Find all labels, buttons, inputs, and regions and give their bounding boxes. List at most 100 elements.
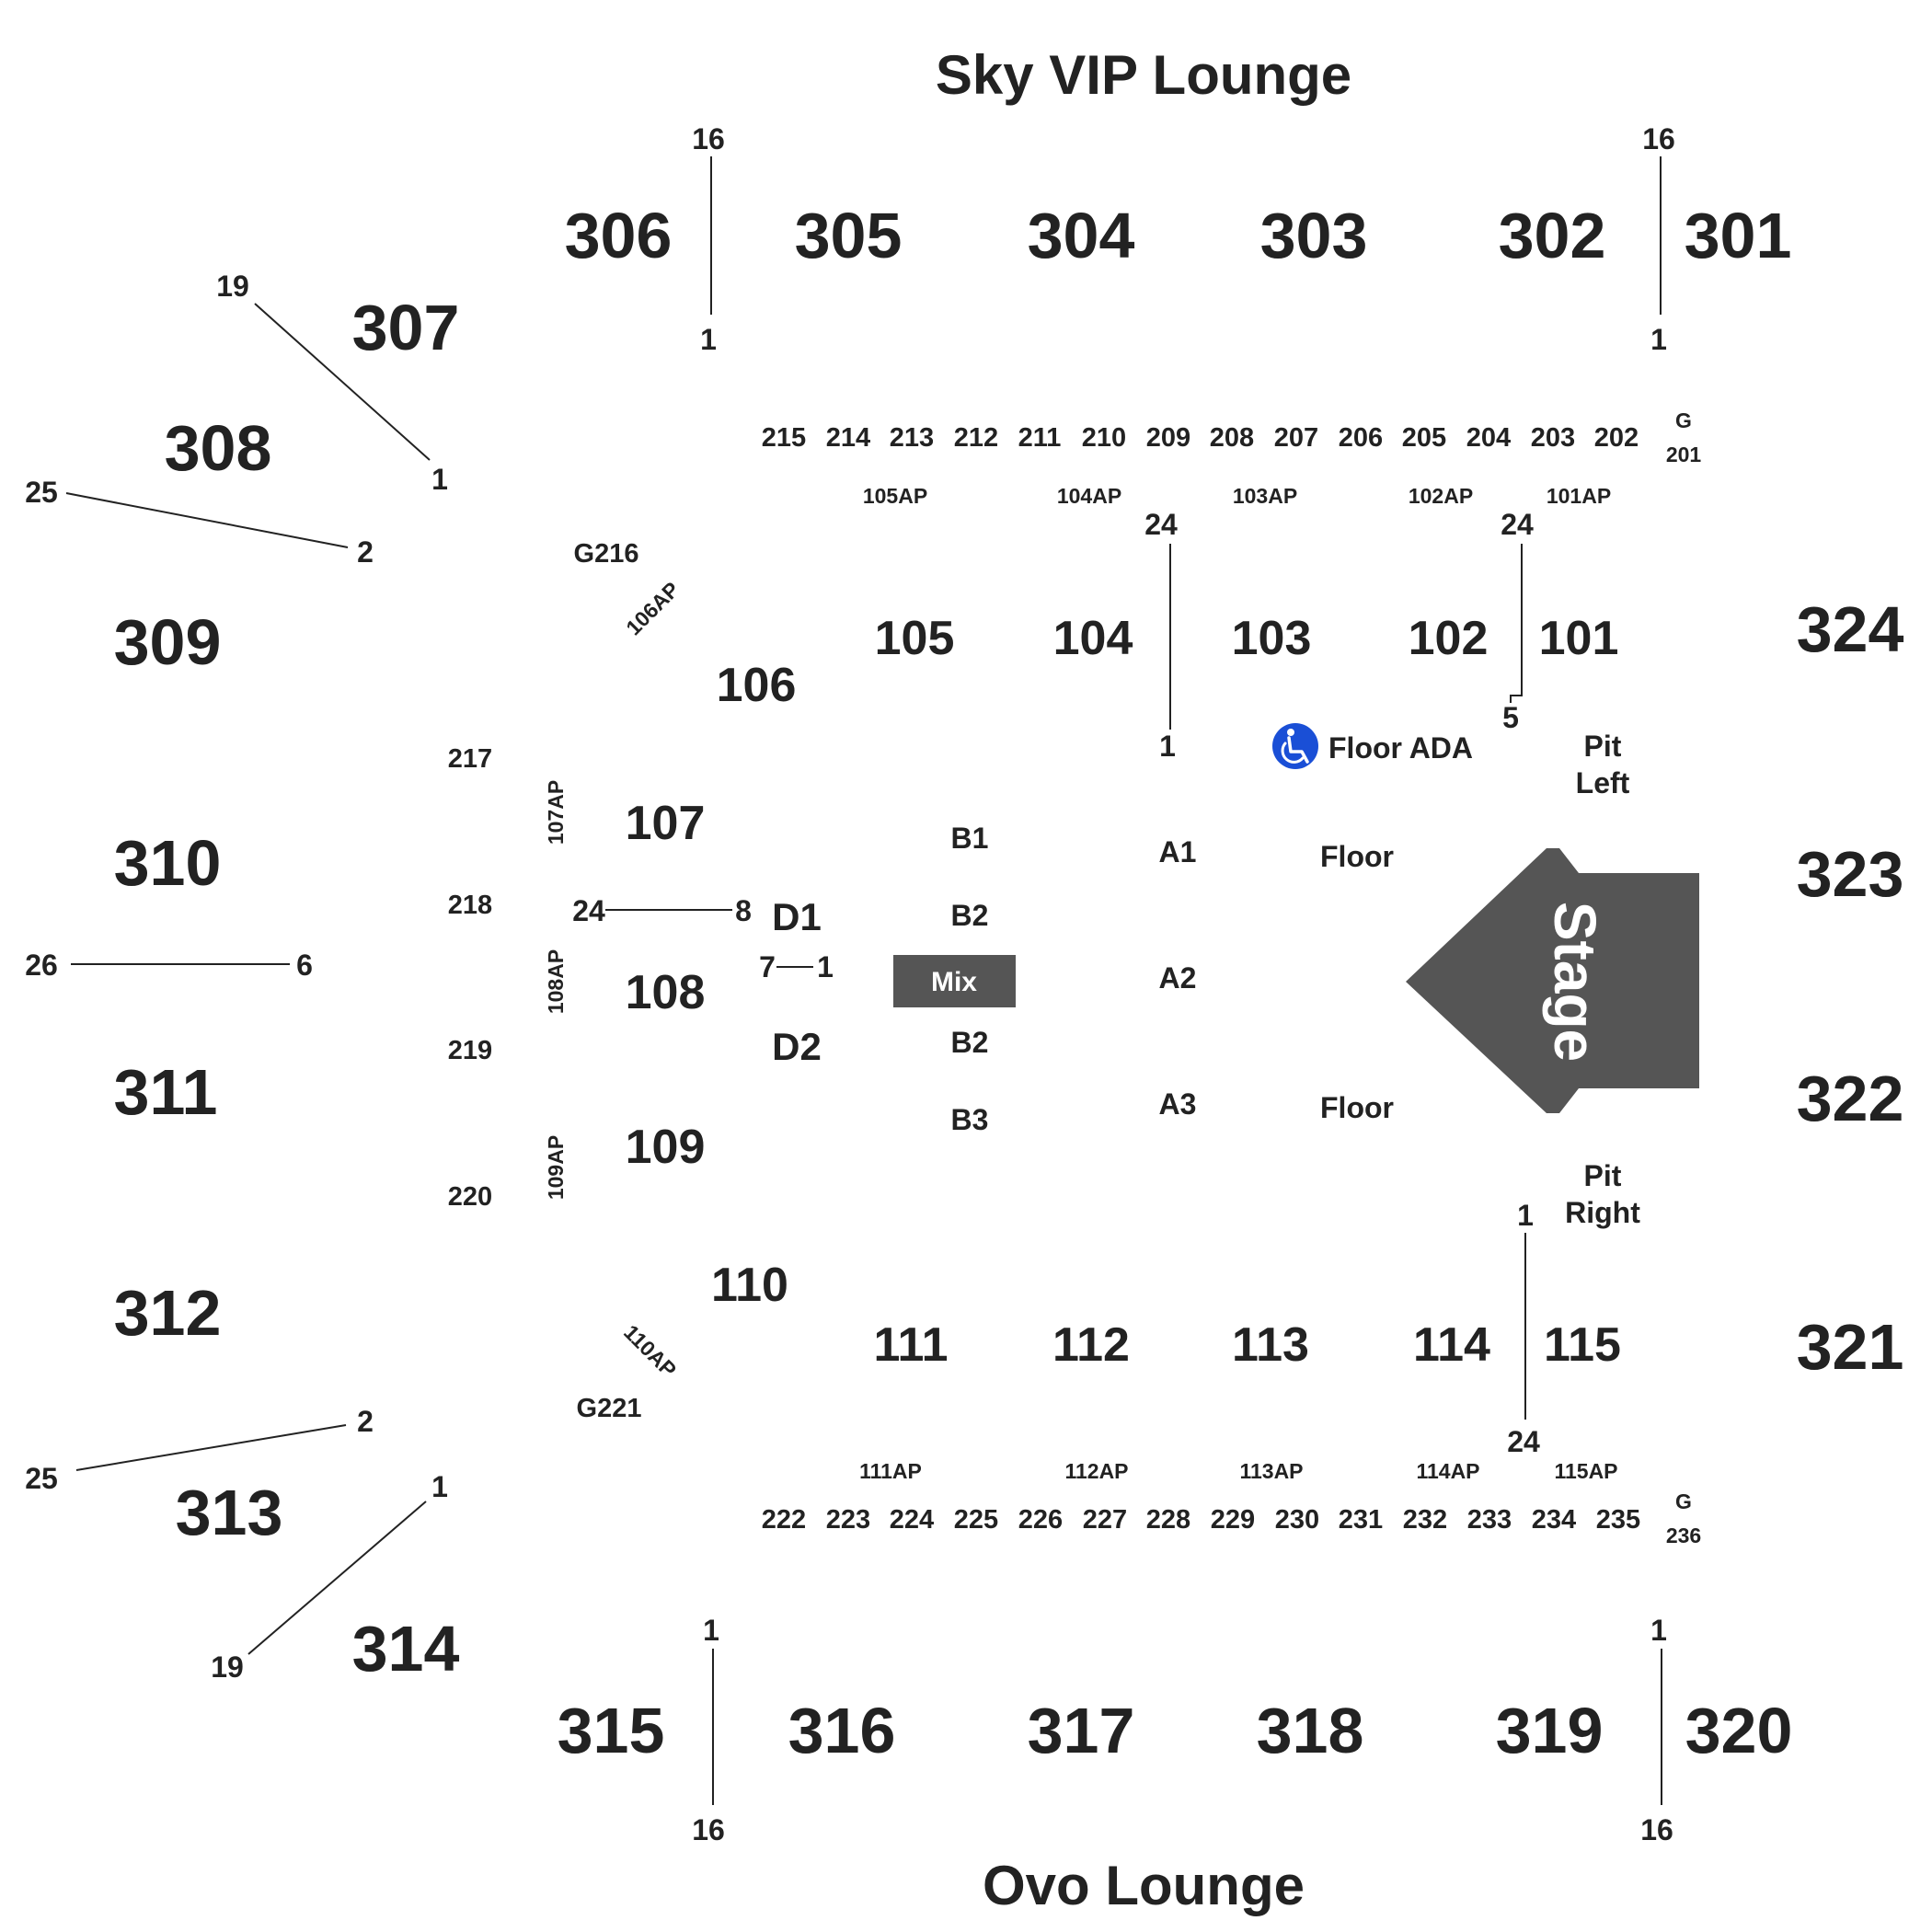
section-311[interactable]: 311 (114, 1056, 218, 1128)
section-224[interactable]: 224 (890, 1505, 934, 1535)
section-316[interactable]: 316 (788, 1695, 896, 1766)
section-202[interactable]: 202 (1594, 423, 1639, 453)
section-320[interactable]: 320 (1685, 1695, 1793, 1766)
section-106[interactable]: 106 (717, 659, 797, 712)
lounge-sky-vip[interactable]: Sky VIP Lounge (936, 44, 1351, 106)
section-113[interactable]: 113 (1232, 1318, 1309, 1372)
section-212[interactable]: 212 (954, 423, 998, 453)
floor-d1[interactable]: D1 (772, 895, 822, 938)
section-225[interactable]: 225 (954, 1505, 998, 1535)
section-315[interactable]: 315 (558, 1695, 665, 1766)
section-204[interactable]: 204 (1466, 423, 1511, 453)
section-220[interactable]: 220 (448, 1182, 492, 1212)
section-310[interactable]: 310 (114, 827, 222, 899)
floor-label-lower[interactable]: Floor (1320, 1091, 1394, 1124)
section-103[interactable]: 103 (1232, 612, 1312, 665)
pit-right-line1[interactable]: Pit (1584, 1159, 1622, 1192)
ap-115[interactable]: 115AP (1554, 1459, 1617, 1483)
section-313[interactable]: 313 (176, 1477, 283, 1548)
section-308[interactable]: 308 (165, 412, 272, 484)
section-g236-g[interactable]: G (1675, 1489, 1692, 1513)
section-304[interactable]: 304 (1028, 200, 1135, 271)
section-210[interactable]: 210 (1082, 423, 1126, 453)
section-314[interactable]: 314 (352, 1613, 460, 1685)
ap-101[interactable]: 101AP (1547, 484, 1611, 508)
section-g216[interactable]: G216 (574, 539, 639, 569)
section-318[interactable]: 318 (1257, 1695, 1364, 1766)
section-321[interactable]: 321 (1797, 1311, 1904, 1383)
section-215[interactable]: 215 (762, 423, 806, 453)
section-115[interactable]: 115 (1544, 1318, 1621, 1372)
pit-left-line1[interactable]: Pit (1584, 730, 1622, 763)
section-319[interactable]: 319 (1496, 1695, 1604, 1766)
section-223[interactable]: 223 (826, 1505, 870, 1535)
section-219[interactable]: 219 (448, 1036, 492, 1065)
ap-111[interactable]: 111AP (859, 1459, 922, 1483)
section-205[interactable]: 205 (1402, 423, 1446, 453)
section-226[interactable]: 226 (1018, 1505, 1063, 1535)
ap-102[interactable]: 102AP (1409, 484, 1473, 508)
ap-112[interactable]: 112AP (1064, 1459, 1128, 1483)
section-208[interactable]: 208 (1210, 423, 1254, 453)
section-207[interactable]: 207 (1274, 423, 1318, 453)
pit-left-line2[interactable]: Left (1576, 766, 1630, 799)
floor-b3[interactable]: B3 (951, 1103, 989, 1136)
ap-103[interactable]: 103AP (1233, 484, 1297, 508)
section-g201-num[interactable]: 201 (1666, 443, 1702, 466)
floor-b2-upper[interactable]: B2 (951, 899, 989, 932)
pit-right-line2[interactable]: Right (1565, 1196, 1640, 1229)
lounge-ovo[interactable]: Ovo Lounge (983, 1855, 1305, 1916)
section-211[interactable]: 211 (1018, 423, 1062, 453)
section-302[interactable]: 302 (1499, 200, 1606, 271)
section-235[interactable]: 235 (1596, 1505, 1640, 1535)
floor-b1[interactable]: B1 (951, 822, 989, 855)
ap-105[interactable]: 105AP (863, 484, 927, 508)
section-307[interactable]: 307 (352, 292, 460, 363)
section-111[interactable]: 111 (873, 1318, 948, 1372)
section-102[interactable]: 102 (1409, 612, 1489, 665)
section-214[interactable]: 214 (826, 423, 870, 453)
floor-b2-lower[interactable]: B2 (951, 1026, 989, 1059)
section-228[interactable]: 228 (1146, 1505, 1190, 1535)
section-112[interactable]: 112 (1052, 1318, 1130, 1372)
section-209[interactable]: 209 (1146, 423, 1190, 453)
section-322[interactable]: 322 (1797, 1063, 1904, 1134)
ap-108[interactable]: 108AP (544, 949, 568, 1014)
section-218[interactable]: 218 (448, 891, 492, 920)
section-306[interactable]: 306 (565, 200, 673, 271)
section-217[interactable]: 217 (448, 744, 492, 774)
section-305[interactable]: 305 (795, 200, 903, 271)
ap-104[interactable]: 104AP (1057, 484, 1121, 508)
section-234[interactable]: 234 (1532, 1505, 1576, 1535)
ap-113[interactable]: 113AP (1239, 1459, 1303, 1483)
section-g221[interactable]: G221 (577, 1394, 642, 1423)
ap-107[interactable]: 107AP (544, 780, 568, 845)
section-317[interactable]: 317 (1028, 1695, 1135, 1766)
section-222[interactable]: 222 (762, 1505, 806, 1535)
section-g201-g[interactable]: G (1675, 408, 1692, 432)
floor-a1[interactable]: A1 (1159, 835, 1197, 868)
section-104[interactable]: 104 (1053, 612, 1133, 665)
section-110[interactable]: 110 (711, 1259, 788, 1312)
floor-d2[interactable]: D2 (772, 1025, 822, 1068)
section-312[interactable]: 312 (114, 1277, 222, 1349)
section-301[interactable]: 301 (1685, 200, 1792, 271)
section-109[interactable]: 109 (626, 1121, 706, 1174)
section-232[interactable]: 232 (1403, 1505, 1447, 1535)
ap-106[interactable]: 106AP (621, 577, 684, 639)
section-229[interactable]: 229 (1211, 1505, 1255, 1535)
floor-label-upper[interactable]: Floor (1320, 840, 1394, 873)
section-230[interactable]: 230 (1275, 1505, 1319, 1535)
section-303[interactable]: 303 (1260, 200, 1368, 271)
section-227[interactable]: 227 (1083, 1505, 1127, 1535)
section-324[interactable]: 324 (1797, 593, 1904, 665)
section-323[interactable]: 323 (1797, 838, 1904, 910)
section-231[interactable]: 231 (1339, 1505, 1383, 1535)
section-107[interactable]: 107 (626, 797, 706, 850)
section-108[interactable]: 108 (626, 966, 706, 1019)
section-114[interactable]: 114 (1413, 1318, 1490, 1372)
section-233[interactable]: 233 (1467, 1505, 1512, 1535)
floor-a2[interactable]: A2 (1159, 961, 1197, 995)
floor-ada-label[interactable]: Floor ADA (1328, 731, 1473, 765)
ap-109[interactable]: 109AP (544, 1135, 568, 1200)
